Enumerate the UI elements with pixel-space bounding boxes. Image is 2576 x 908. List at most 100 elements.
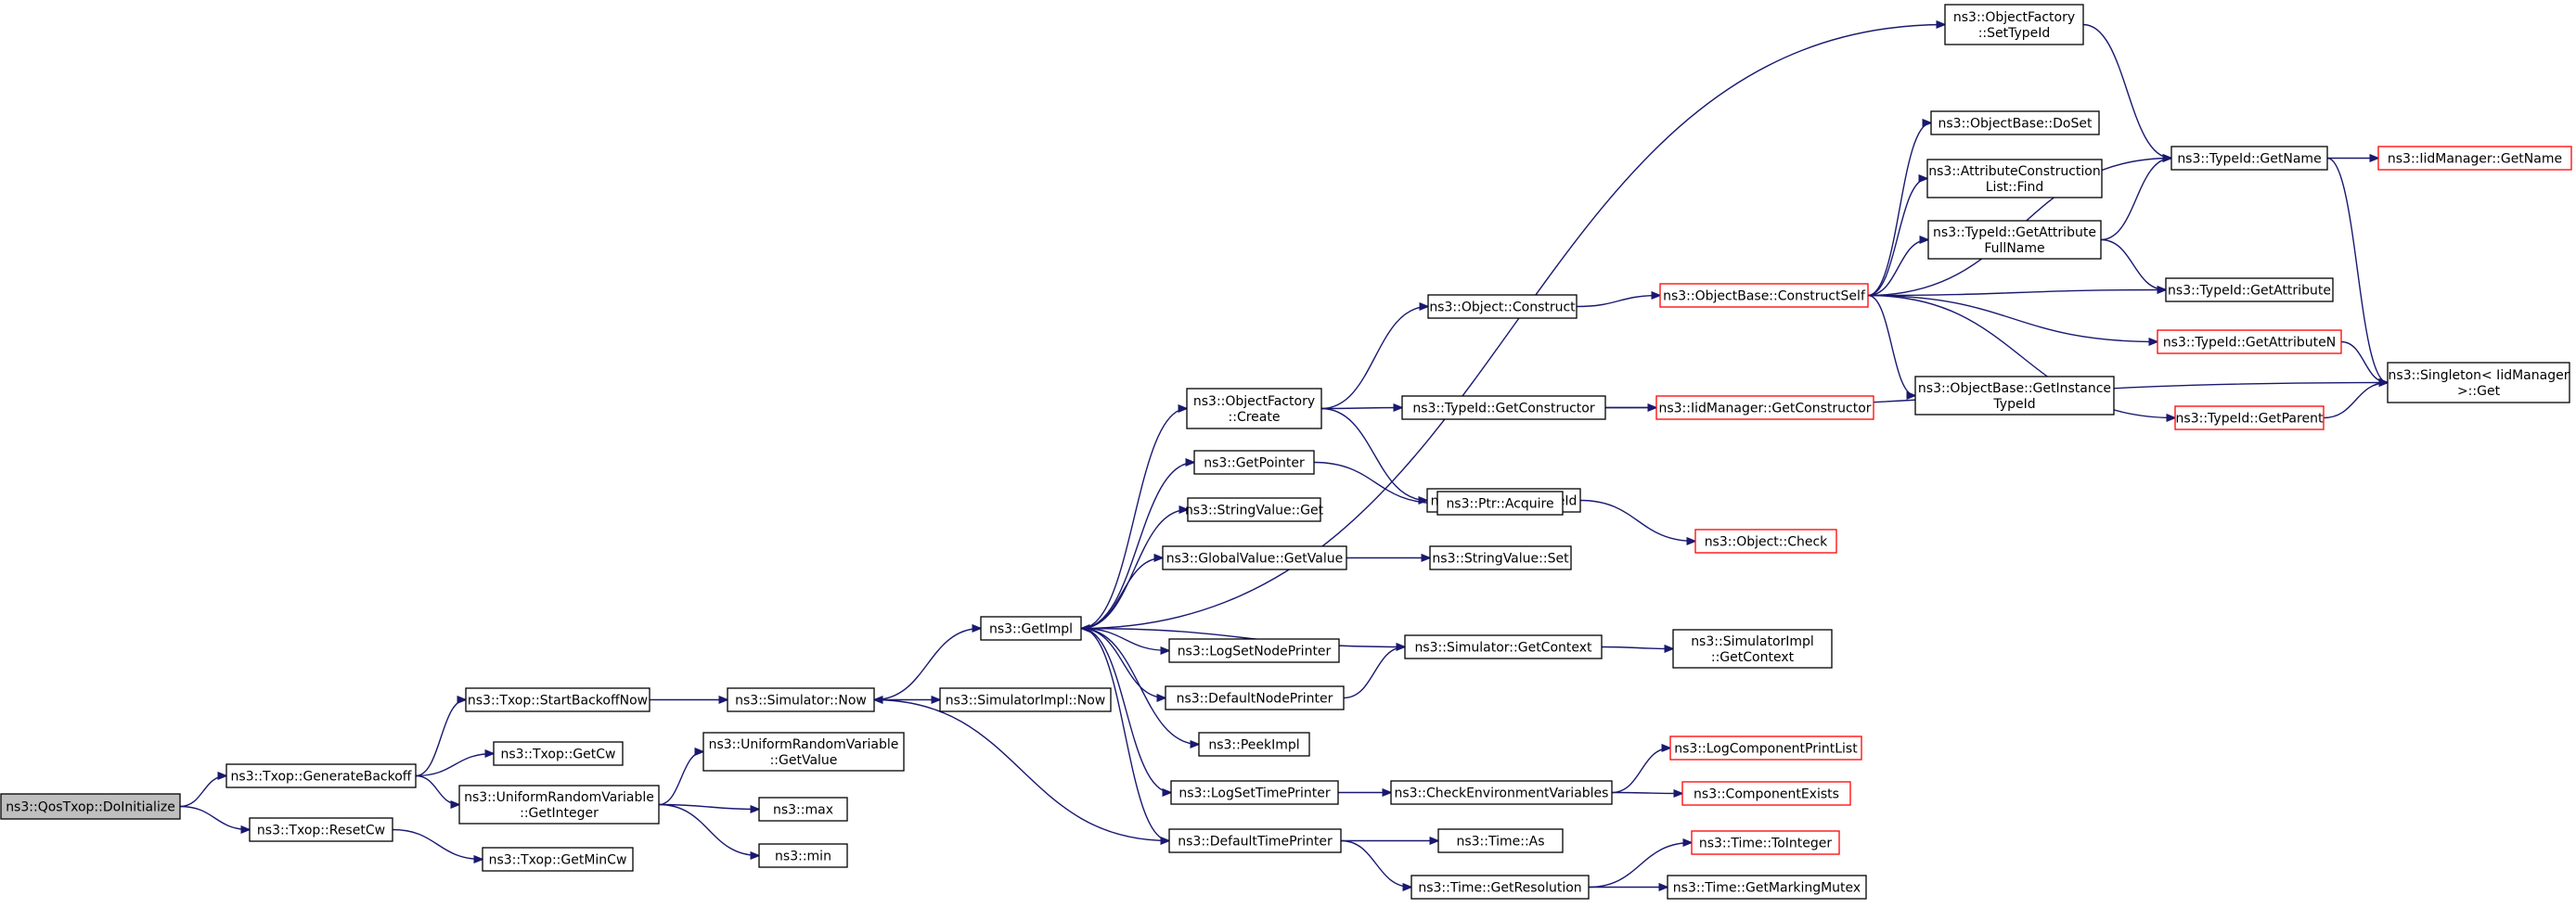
graph-node[interactable]: ns3::Time::ToInteger	[1691, 830, 1840, 855]
node-box[interactable]	[1667, 875, 1867, 900]
graph-node[interactable]: ns3::min	[758, 843, 848, 868]
graph-node[interactable]: ns3::TypeId::GetAttributeN	[2157, 329, 2342, 354]
graph-node[interactable]: ns3::ObjectBase::DoSet	[1930, 110, 2100, 135]
node-box[interactable]	[980, 616, 1082, 641]
graph-node[interactable]: ns3::UniformRandomVariable::GetValue	[702, 732, 905, 772]
node-box[interactable]	[1410, 875, 1590, 900]
node-box[interactable]	[1390, 780, 1613, 805]
graph-node[interactable]: ns3::GlobalValue::GetValue	[1162, 545, 1347, 570]
node-label: ns3::Time::As	[1456, 835, 1544, 850]
node-box[interactable]	[758, 843, 848, 868]
node-box[interactable]	[2377, 146, 2572, 171]
graph-node[interactable]: ns3::TypeId::GetParent	[2174, 405, 2325, 430]
graph-node[interactable]: ns3::Object::Check	[1694, 529, 1837, 554]
graph-node[interactable]: ns3::Txop::GetCw	[493, 741, 624, 766]
graph-node[interactable]: ns3::ObjectFactory::SetTypeId	[1944, 4, 2084, 45]
graph-node[interactable]: ns3::IidManager::GetName	[2377, 146, 2572, 171]
node-box[interactable]	[758, 797, 848, 822]
node-box[interactable]	[2387, 362, 2570, 403]
node-box[interactable]	[465, 687, 650, 712]
node-box[interactable]	[1914, 376, 2115, 416]
node-box[interactable]	[1404, 634, 1603, 659]
graph-node[interactable]: ns3::Simulator::Now	[727, 687, 875, 712]
node-box[interactable]	[1165, 685, 1345, 710]
graph-node[interactable]: ns3::StringValue::Set	[1429, 545, 1572, 570]
graph-node[interactable]: ns3::Txop::GenerateBackoff	[225, 763, 417, 788]
node-box[interactable]	[1429, 545, 1572, 570]
graph-node[interactable]: ns3::GetPointer	[1193, 450, 1315, 475]
node-box[interactable]	[1187, 497, 1321, 522]
call-edge	[874, 700, 1170, 842]
graph-node[interactable]: ns3::TypeId::GetConstructor	[1401, 395, 1606, 420]
node-box[interactable]	[1168, 828, 1342, 853]
graph-node[interactable]: ns3::LogSetNodePrinter	[1168, 638, 1340, 663]
node-box[interactable]	[225, 763, 417, 788]
graph-node[interactable]: ns3::Ptr::Acquire	[1436, 491, 1564, 516]
graph-node[interactable]: ns3::TypeId::GetName	[2170, 146, 2328, 171]
node-box[interactable]	[2170, 146, 2328, 171]
graph-node[interactable]: ns3::TypeId::GetAttribute	[2165, 277, 2334, 302]
graph-node[interactable]: ns3::PeekImpl	[1198, 732, 1310, 757]
graph-node[interactable]: ns3::ComponentExists	[1681, 781, 1851, 806]
node-box[interactable]	[1436, 491, 1564, 516]
node-box[interactable]	[1681, 781, 1851, 806]
node-box[interactable]	[1672, 629, 1833, 669]
graph-node[interactable]: ns3::LogComponentPrintList	[1669, 735, 1862, 761]
node-box[interactable]	[1655, 395, 1874, 420]
node-box[interactable]	[702, 732, 905, 772]
graph-node[interactable]: ns3::UniformRandomVariable::GetInteger	[458, 785, 660, 825]
node-box[interactable]	[1927, 220, 2102, 260]
node-box[interactable]	[1401, 395, 1606, 420]
graph-node[interactable]: ns3::Simulator::GetContext	[1404, 634, 1603, 659]
node-box[interactable]	[482, 847, 634, 872]
node-box[interactable]	[1437, 828, 1564, 853]
graph-node[interactable]: ns3::DefaultTimePrinter	[1168, 828, 1342, 853]
node-box[interactable]	[493, 741, 624, 766]
node-box[interactable]	[939, 687, 1112, 712]
graph-node[interactable]: ns3::Txop::StartBackoffNow	[465, 687, 650, 712]
node-box[interactable]	[2165, 277, 2334, 302]
node-box[interactable]	[1427, 294, 1578, 319]
node-box[interactable]	[2174, 405, 2325, 430]
node-box[interactable]	[1162, 545, 1347, 570]
node-box[interactable]	[1186, 388, 1322, 429]
graph-node[interactable]: ns3::Time::As	[1437, 828, 1564, 853]
graph-node[interactable]: ns3::Txop::GetMinCw	[482, 847, 634, 872]
graph-node[interactable]: ns3::SimulatorImpl::Now	[939, 687, 1112, 712]
graph-node[interactable]: ns3::LogSetTimePrinter	[1170, 780, 1339, 805]
node-box[interactable]	[1691, 830, 1840, 855]
node-box[interactable]	[1669, 735, 1862, 761]
graph-node[interactable]: ns3::Time::GetMarkingMutex	[1667, 875, 1867, 900]
node-box[interactable]	[1193, 450, 1315, 475]
node-box[interactable]	[2157, 329, 2342, 354]
graph-node[interactable]: ns3::Singleton< IidManager >::Get	[2387, 362, 2570, 403]
node-box[interactable]	[727, 687, 875, 712]
graph-node[interactable]: ns3::ObjectFactory::Create	[1186, 388, 1322, 429]
node-box[interactable]	[1930, 110, 2100, 135]
node-box[interactable]	[1694, 529, 1837, 554]
graph-node[interactable]: ns3::Object::Construct	[1427, 294, 1578, 319]
node-box[interactable]	[1944, 4, 2084, 45]
graph-node[interactable]: ns3::CheckEnvironmentVariables	[1390, 780, 1613, 805]
node-box[interactable]	[1198, 732, 1310, 757]
graph-node[interactable]: ns3::ObjectBase::ConstructSelf	[1659, 283, 1869, 308]
node-box[interactable]	[1170, 780, 1339, 805]
graph-node[interactable]: ns3::SimulatorImpl::GetContext	[1672, 629, 1833, 669]
graph-node[interactable]: ns3::DefaultNodePrinter	[1165, 685, 1345, 710]
graph-node[interactable]: ns3::GetImpl	[980, 616, 1082, 641]
node-box[interactable]	[1659, 283, 1869, 308]
node-box[interactable]	[1168, 638, 1340, 663]
graph-node[interactable]: ns3::max	[758, 797, 848, 822]
node-box[interactable]	[0, 793, 181, 820]
graph-node[interactable]: ns3::StringValue::Get	[1185, 497, 1324, 522]
graph-node[interactable]: ns3::Txop::ResetCw	[249, 817, 393, 842]
graph-node[interactable]: ns3::QosTxop::DoInitialize	[0, 793, 181, 820]
node-box[interactable]	[458, 785, 660, 825]
graph-node[interactable]: ns3::Time::GetResolution	[1410, 875, 1590, 900]
node-box[interactable]	[1926, 159, 2103, 198]
node-box[interactable]	[249, 817, 393, 842]
graph-node[interactable]: ns3::IidManager::GetConstructor	[1655, 395, 1874, 420]
